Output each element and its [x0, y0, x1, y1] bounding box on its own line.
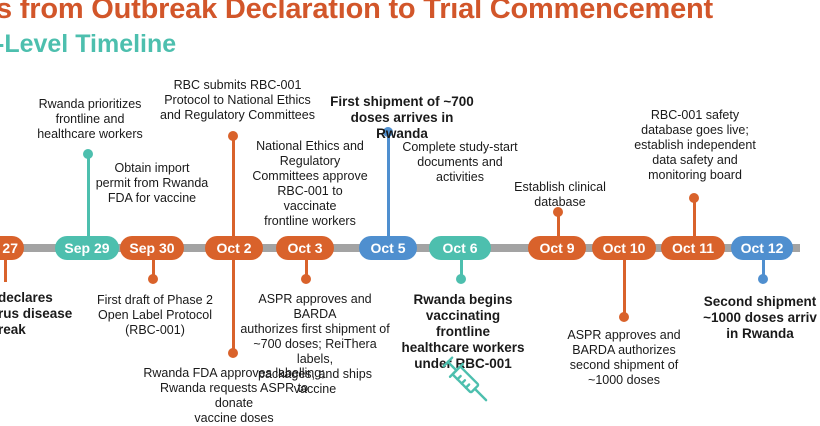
event-oct6-above: Complete study-start documents and activ… [402, 140, 518, 184]
event-oct5-above: First shipment of ~700 doses arrives in … [330, 94, 474, 141]
date-oct9: Oct 9 [528, 236, 586, 260]
stem-oct9 [557, 212, 560, 244]
event-oct12-below: Second shipment ~1000 doses arriv in Rwa… [703, 294, 817, 341]
date-27: 27 [0, 236, 24, 260]
event-sep30-below: First draft of Phase 2 Open Label Protoc… [96, 293, 214, 337]
event-oct2-below: Rwanda FDA approves labelling; Rwanda re… [143, 366, 325, 425]
stem-oct6 [460, 252, 463, 278]
event-oct3-below: ASPR approves and BARDA authorizes first… [240, 292, 390, 396]
event-left-cut: declares rus disease reak [0, 290, 73, 337]
dot-oct2-up [228, 131, 238, 141]
event-oct11-above: RBC-001 safety database goes live; estab… [634, 108, 756, 182]
stem-sep29 [87, 155, 90, 244]
title-line-1: s from Outbreak Declaration to Trial Com… [0, 0, 713, 25]
date-sep30: Sep 30 [120, 236, 184, 260]
dot-oct2-down [228, 348, 238, 358]
event-oct9-above: Establish clinical database [514, 180, 606, 209]
dot-oct5 [383, 127, 393, 137]
date-oct11: Oct 11 [661, 236, 725, 260]
dot-sep30 [148, 274, 158, 284]
dot-sep29 [83, 149, 93, 159]
date-oct5: Oct 5 [359, 236, 417, 260]
dot-oct10 [619, 312, 629, 322]
dot-oct11 [689, 193, 699, 203]
stem-left-cut [4, 252, 7, 282]
date-oct6: Oct 6 [429, 236, 491, 260]
event-oct6-below: Rwanda begins vaccinating frontline heal… [401, 292, 525, 371]
event-sep29-above: Rwanda prioritizes frontline and healthc… [37, 97, 143, 141]
event-oct10-below: ASPR approves and BARDA authorizes secon… [567, 328, 681, 387]
event-oct2-above: RBC submits RBC-001 Protocol to National… [160, 78, 315, 122]
stem-oct12 [762, 252, 765, 278]
event-sep30-above: Obtain import permit from Rwanda FDA for… [95, 161, 209, 205]
title-line-2: -Level Timeline [0, 30, 177, 58]
dot-oct9 [553, 207, 563, 217]
stem-oct5 [387, 133, 390, 244]
stem-sep30-down [152, 252, 155, 278]
syringe-icon [442, 356, 488, 402]
stem-oct2-down [232, 252, 235, 352]
dot-oct3 [301, 274, 311, 284]
date-sep29: Sep 29 [55, 236, 119, 260]
date-oct10: Oct 10 [592, 236, 656, 260]
stem-oct3 [305, 252, 308, 278]
date-oct12: Oct 12 [731, 236, 793, 260]
event-oct3-above: National Ethics and Regulatory Committee… [252, 139, 368, 228]
stem-oct11 [693, 198, 696, 244]
stem-oct2-up [232, 137, 235, 244]
stem-oct10 [623, 252, 626, 316]
dot-oct6 [456, 274, 466, 284]
date-oct2: Oct 2 [205, 236, 263, 260]
dot-oct12 [758, 274, 768, 284]
date-oct3: Oct 3 [276, 236, 334, 260]
